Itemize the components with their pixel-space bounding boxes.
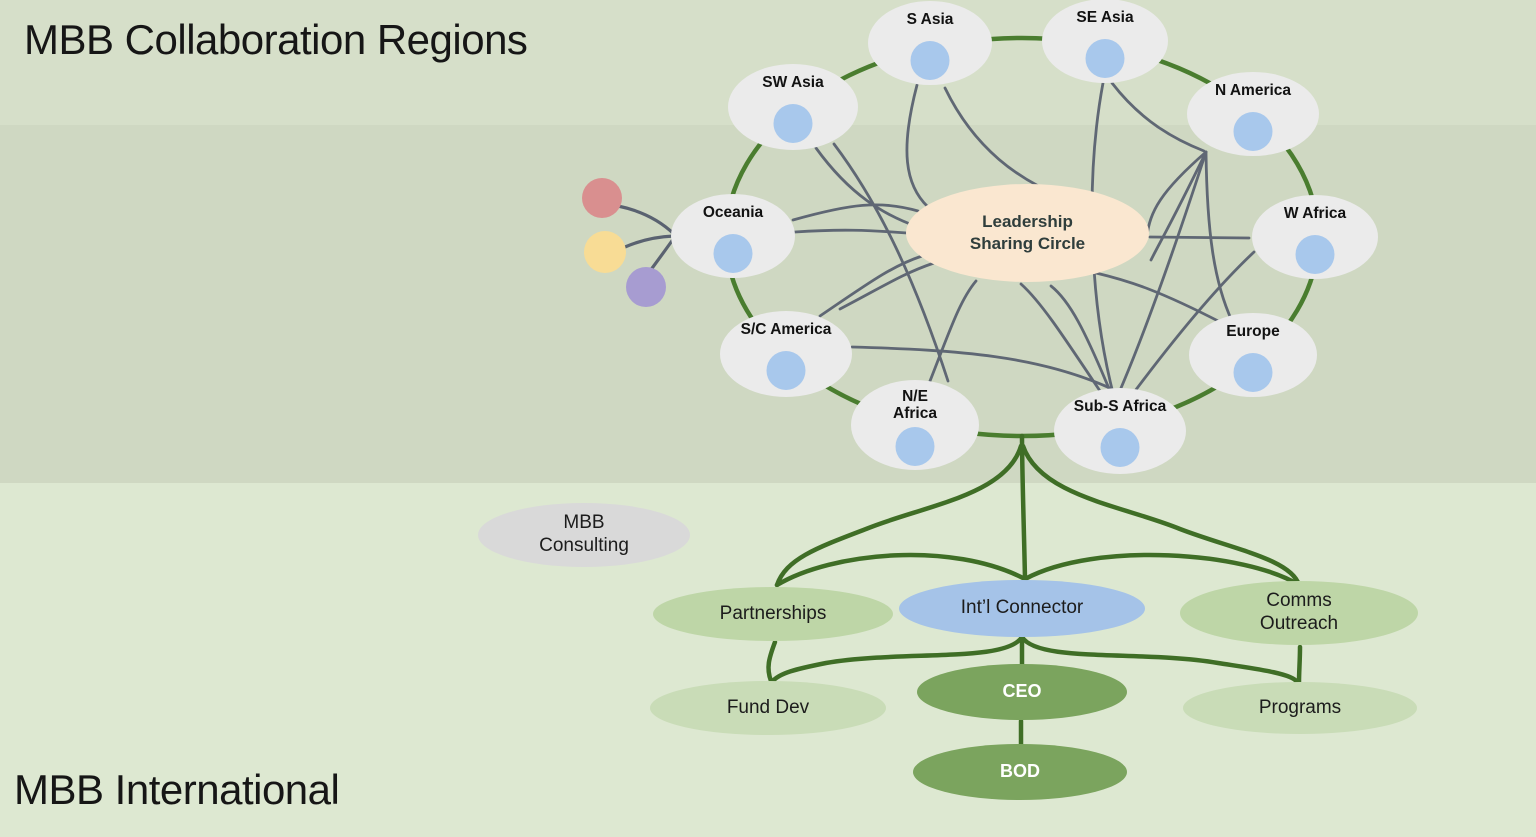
red-dot [582,178,622,218]
region-node-europe: Europe [1189,313,1317,397]
org-tree-connections [766,433,1303,747]
region-label: N America [1214,82,1292,99]
region-marker-icon [1233,353,1273,392]
region-label: SE Asia [1076,9,1134,26]
region-marker-icon [1233,112,1273,151]
region-label: Sub-S Africa [1073,398,1167,415]
purple-dot [626,267,666,307]
org-node-bod: BOD [913,744,1127,800]
org-node-ceo: CEO [917,664,1127,720]
region-label: S/C America [740,321,832,338]
region-label: N/E Africa [893,388,937,423]
region-node-se-asia: SE Asia [1042,0,1168,83]
region-marker-icon [1295,235,1335,274]
region-label: S Asia [906,11,954,28]
leadership-sharing-circle-label: Leadership Sharing Circle [969,211,1086,253]
org-node-partnerships: Partnerships [653,587,893,641]
region-node-sc-america: S/C America [720,311,852,397]
leadership-sharing-circle-node: Leadership Sharing Circle [906,184,1149,282]
background-band-middle [0,125,1536,483]
org-node-mbb-consulting: MBB Consulting [478,503,690,567]
region-marker-icon [773,104,813,143]
region-label: W Africa [1283,205,1347,222]
org-node-programs: Programs [1183,682,1417,734]
region-label: Europe [1226,323,1280,340]
region-marker-icon [1085,39,1125,78]
page-title: MBB Collaboration Regions [24,16,528,63]
region-marker-icon [895,427,935,466]
region-node-n-america: N America [1187,72,1319,156]
region-marker-icon [713,234,753,273]
web-connections [791,81,1256,393]
region-label: Oceania [702,204,764,221]
region-marker-icon [1100,428,1140,467]
region-label: SW Asia [762,74,824,91]
region-node-s-asia: S Asia [868,1,992,85]
region-node-sub-s-africa: Sub-S Africa [1054,388,1186,474]
org-node-comms-outreach: Comms Outreach [1180,581,1418,645]
region-marker-icon [910,41,950,80]
region-marker-icon [766,351,806,390]
org-node-fund-dev: Fund Dev [650,681,886,735]
footer-title: MBB International [14,766,340,813]
region-node-ne-africa: N/E Africa [851,380,979,470]
region-node-w-africa: W Africa [1252,195,1378,279]
yellow-dot [584,231,626,273]
org-node-intl-connector: Int’l Connector [899,580,1145,637]
region-node-oceania: Oceania [671,194,795,278]
satellite-links [616,204,676,273]
region-node-sw-asia: SW Asia [728,64,858,150]
